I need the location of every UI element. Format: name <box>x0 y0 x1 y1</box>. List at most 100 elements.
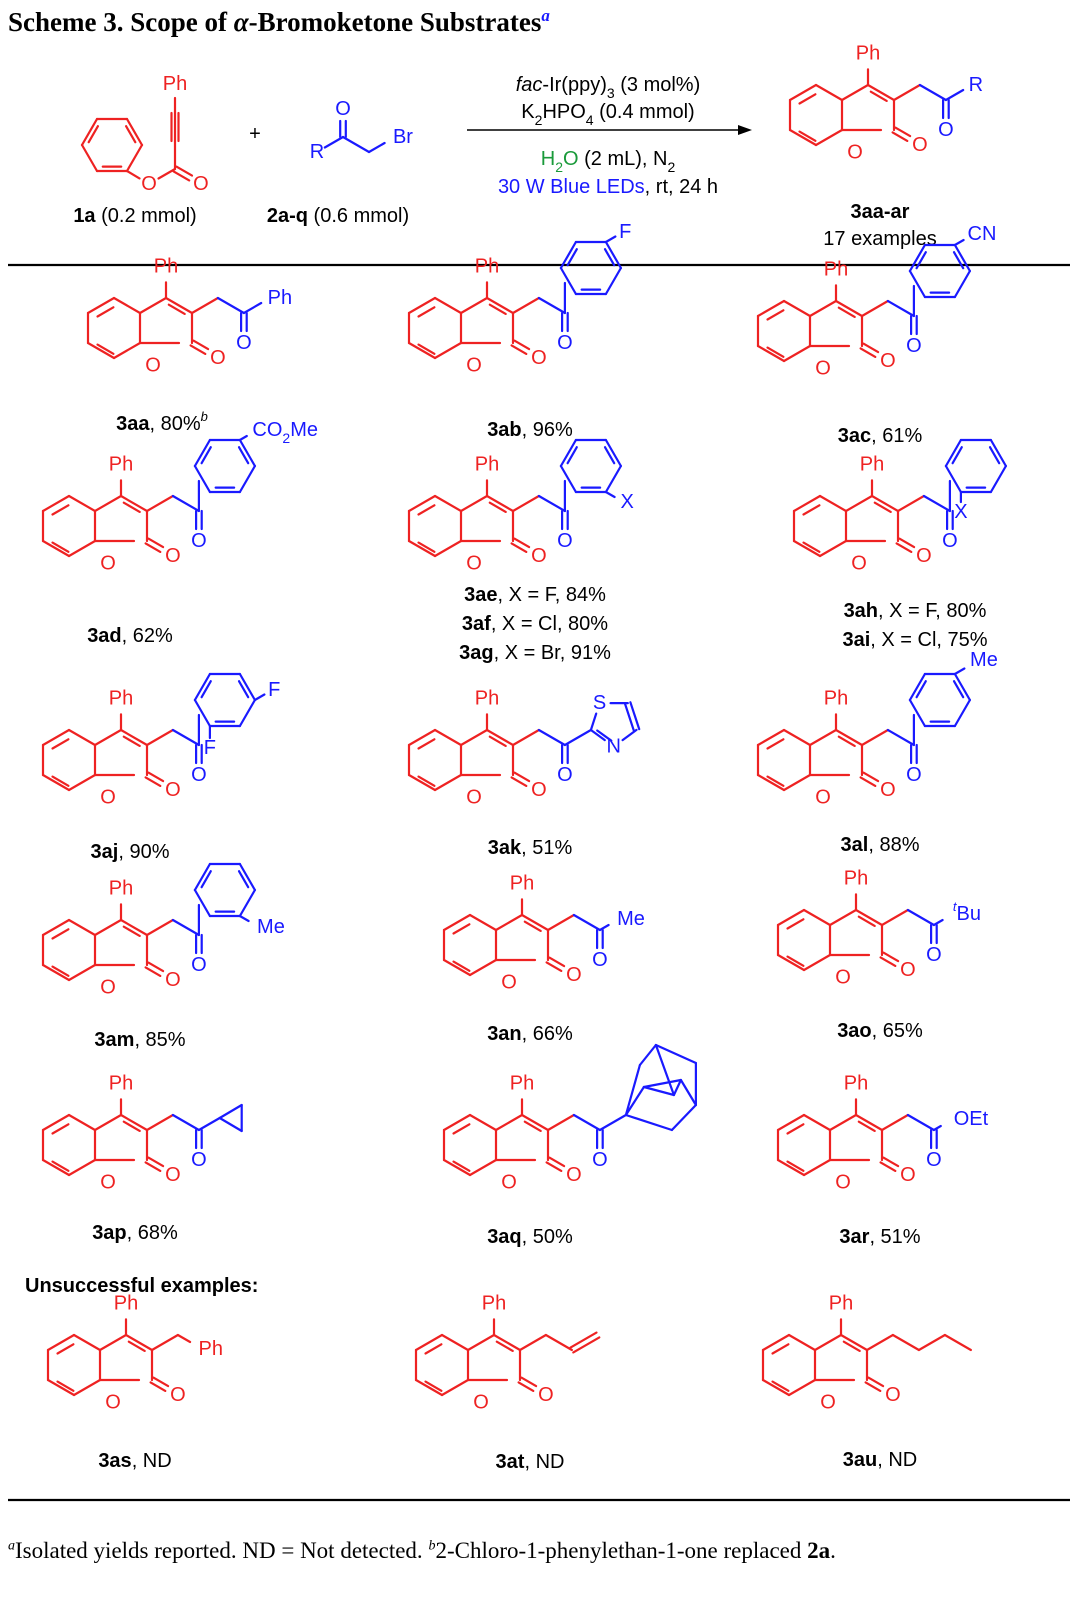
compound-label-3aq: 3aq, 50% <box>487 1226 573 1248</box>
bond <box>953 243 972 273</box>
bond <box>766 346 785 358</box>
bond <box>786 1160 805 1172</box>
bond <box>782 344 812 363</box>
ketone-oxygen-label: O <box>191 954 207 976</box>
bond <box>802 908 832 927</box>
bond <box>452 923 471 935</box>
ring-oxygen-label: O <box>105 1392 121 1414</box>
bond <box>654 1043 698 1065</box>
bond <box>545 961 563 973</box>
ketone-oxygen-label: O <box>926 944 942 966</box>
bond <box>869 90 888 103</box>
bond <box>150 1333 179 1352</box>
bond <box>238 438 256 468</box>
compound-label-3af: 3af, X = Cl, 80% <box>462 613 608 635</box>
bond <box>898 537 916 549</box>
compound-label-3ac: 3ac, 61% <box>838 425 923 447</box>
bond <box>859 776 877 788</box>
ring-oxygen-label: O <box>501 972 517 994</box>
bond <box>238 862 256 892</box>
bond <box>862 342 880 354</box>
bond <box>520 1113 550 1132</box>
bond <box>424 1380 443 1392</box>
bond <box>238 672 256 702</box>
ring-oxygen-label: O <box>835 1172 851 1194</box>
methyl-label: Me <box>257 916 285 938</box>
bond <box>200 446 212 465</box>
bond <box>56 1380 75 1392</box>
bond <box>786 955 805 967</box>
bond <box>122 501 141 513</box>
bond <box>864 1381 882 1393</box>
compound-label-3at: 3at, ND <box>496 1451 565 1473</box>
bond <box>51 504 70 516</box>
bond <box>488 303 507 315</box>
bond <box>511 728 541 747</box>
bond <box>854 1113 884 1132</box>
carbonyl-oxygen-label: O <box>916 545 932 567</box>
carbonyl-oxygen-label: O <box>566 964 582 986</box>
compound-label-3aa: 3aa, 80%b <box>116 409 208 435</box>
ketone-oxygen-label: O <box>191 1149 207 1171</box>
bond <box>125 143 144 173</box>
bond <box>96 343 115 355</box>
bond <box>495 1340 514 1353</box>
bond <box>860 299 890 318</box>
bond <box>756 773 786 792</box>
bond <box>837 306 856 318</box>
bond <box>253 693 266 702</box>
bond <box>41 1113 71 1132</box>
bond <box>818 539 848 558</box>
bond <box>190 296 219 315</box>
bond <box>559 464 578 494</box>
bond <box>494 913 524 932</box>
bond <box>367 141 386 154</box>
bond <box>782 773 812 792</box>
bond <box>862 771 880 783</box>
bond <box>147 961 165 973</box>
bond <box>144 542 162 554</box>
bond <box>468 1158 498 1177</box>
phenyl-label: Ph <box>824 687 848 709</box>
bond <box>41 539 71 558</box>
bond <box>171 1113 200 1132</box>
bond <box>67 1113 97 1132</box>
bond <box>860 728 890 747</box>
condition-base: K2HPO4 (0.4 mmol) <box>521 101 694 128</box>
ketone-oxygen-label: O <box>592 1149 608 1171</box>
bond <box>891 131 909 142</box>
bond <box>414 1333 444 1352</box>
compound-label-3ar: 3ar, 51% <box>839 1226 920 1248</box>
bond <box>952 251 965 270</box>
phenyl-label: Ph <box>154 255 178 277</box>
compound-label-3ai: 3ai, X = Cl, 75% <box>842 629 987 651</box>
bond <box>523 1120 542 1133</box>
bond <box>624 1063 642 1117</box>
bond <box>51 1160 70 1172</box>
bond <box>545 1161 563 1173</box>
bond <box>629 701 641 731</box>
bond <box>145 728 174 747</box>
bond <box>802 1158 832 1177</box>
bond <box>828 1113 858 1132</box>
bond <box>67 963 97 982</box>
bond <box>122 1120 141 1133</box>
bond <box>808 299 838 318</box>
r-group-label: R <box>310 141 324 163</box>
carbonyl-oxygen-label: O <box>531 545 547 567</box>
bond <box>842 1340 861 1353</box>
ester-oxygen-label: O <box>141 173 157 195</box>
bond <box>238 698 256 728</box>
sulfur-label: S <box>593 692 606 714</box>
bond <box>124 1333 154 1352</box>
carbonyl-oxygen-label: O <box>210 347 226 369</box>
bond <box>41 494 71 513</box>
bond <box>798 93 817 105</box>
bond <box>638 1043 658 1067</box>
ring-oxygen-label: O <box>100 787 116 809</box>
bond <box>867 1376 885 1388</box>
bond <box>802 504 821 516</box>
bond <box>756 299 786 318</box>
bond <box>468 1113 498 1132</box>
bond <box>193 862 211 892</box>
